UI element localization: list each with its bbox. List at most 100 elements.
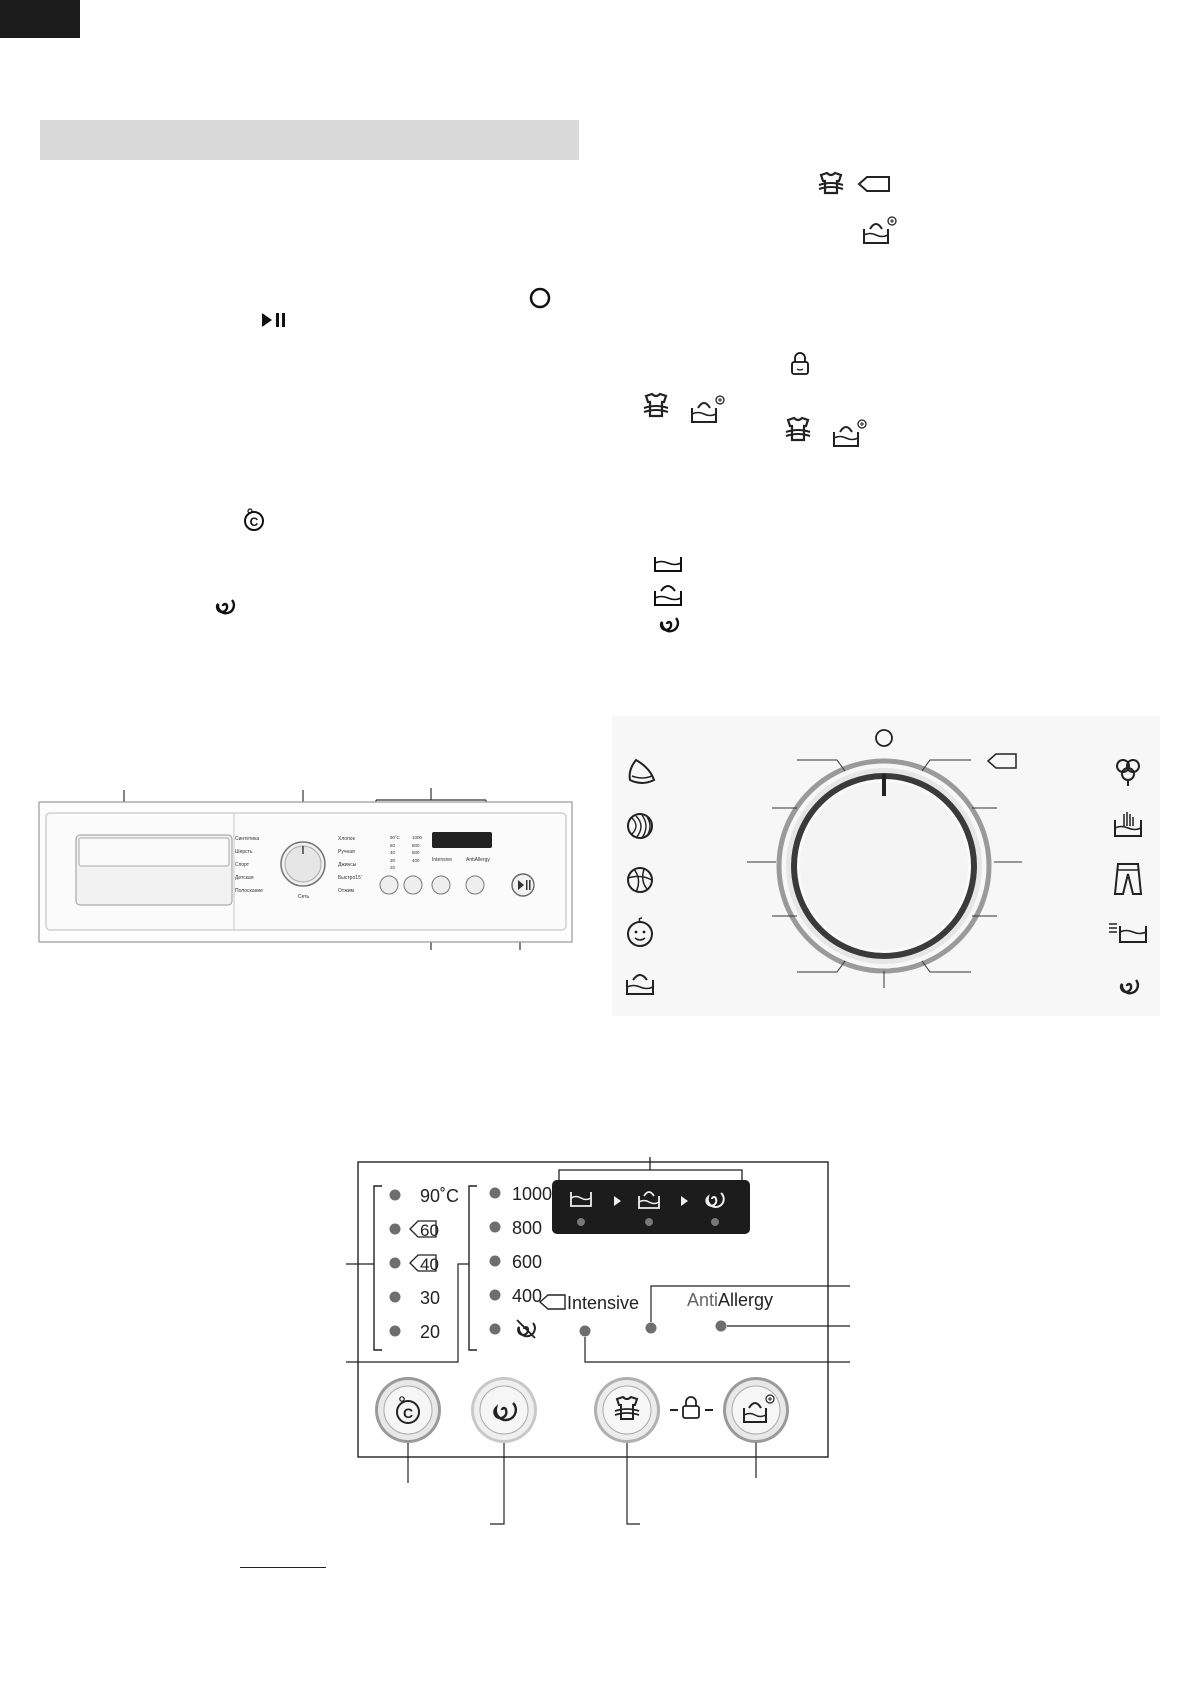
front-program-label: Спорт [235,862,250,868]
front-antiallergy-label: AntiAllergy [466,857,490,863]
phase-arrow-icon [681,1196,688,1206]
front-temp-label: 30 [390,857,396,863]
intensive-tag-icon [538,1294,566,1310]
temp-led [389,1325,401,1337]
start-pause-icon [262,313,285,327]
spin-led [489,1187,501,1199]
front-program-label: Быстро15' [338,875,362,881]
spin-led [489,1255,501,1267]
rinse-icon [654,585,682,606]
temp-label: 30 [420,1288,440,1308]
rinse-phase-icon [638,1191,660,1209]
lock-led [645,1322,657,1334]
temperature-leds [389,1189,401,1337]
intensive-tag-icon [409,1220,437,1238]
spin-label: 400 [512,1286,542,1306]
antiallergy-led [715,1320,727,1332]
shirt-antiallergy-icons-2 [785,416,867,447]
spin-led [489,1323,501,1335]
front-temp-label: 60 [390,842,396,848]
wash-icon [654,557,682,572]
wash-phase-led [577,1218,585,1226]
spin-led [489,1221,501,1233]
spin-icon [1119,979,1140,995]
antiallergy-label-suffix: Allergy [718,1290,773,1310]
cotton-icon [1116,759,1140,786]
front-programs-left: Синтетика Шерсть Спорт Детская Полоскани… [235,833,315,898]
intensive-button[interactable] [594,1377,660,1443]
quick-wash-icon [1109,923,1147,943]
temp-label: 20 [420,1322,440,1342]
front-programs-right: Хлопок Ручная Джинсы Быстро15' Отжим [338,833,398,898]
footnote-rule [240,1567,326,1568]
front-temp-button[interactable] [379,875,399,895]
intensive-led [579,1325,591,1337]
synthetics-icon [628,758,656,784]
wool-icon [627,813,653,839]
spin-label: 1000 [512,1184,552,1204]
temp-label: 90˚C [420,1186,459,1206]
program-dial-figure [612,716,1160,1016]
front-intensive-label: Intensive [432,857,453,863]
power-icon [529,287,551,309]
temp-led [389,1189,401,1201]
phase-display [552,1180,750,1234]
lock-icon [791,352,809,375]
front-temps: 90˚C 60 40 30 20 [390,834,410,872]
rinse-phase-led [645,1218,653,1226]
front-temp-label: 90˚C [390,835,400,840]
temp-label: 40 [420,1255,439,1274]
front-spin-label: 800 [412,842,420,848]
phase-arrow-icon [614,1196,621,1206]
child-lock-icon [682,1396,700,1419]
intensive-tag-icon [986,753,1017,769]
antiallergy-button[interactable] [723,1377,789,1443]
front-spin-label: 1000 [412,835,423,840]
handwash-icon [1114,812,1142,837]
front-spin-button[interactable] [403,875,423,895]
intensive-label: Intensive [567,1293,639,1313]
front-temp-label: 40 [390,850,396,855]
front-dial-caption: Сеть [298,894,310,900]
intensive-tag-icon [857,176,890,192]
sport-icon [627,867,653,893]
front-intensive-button[interactable] [431,875,451,895]
wash-phase-icon [570,1192,592,1207]
baby-icon [627,917,653,947]
svg-text:C: C [403,1405,413,1421]
spin-led [489,1289,501,1301]
front-program-label: Детская [235,875,254,881]
rinse-icon [626,974,654,995]
shirt-antiallergy-icons [643,392,725,423]
spin-icon [659,617,680,633]
temperature-button-icon: C [244,508,264,531]
front-program-label: Отжим [338,888,354,894]
temp-led [389,1291,401,1303]
control-panel-closeup: 90˚C 60 40 30 20 1000 800 600 400 Intens… [346,1157,850,1525]
temperature-button[interactable]: C [375,1377,441,1443]
intensive-tag-icon [409,1254,437,1272]
front-program-label: Полоскание [235,888,263,894]
front-program-label: Синтетика [235,836,260,842]
front-display [432,832,492,848]
front-spin-label: 600 [412,850,420,855]
spin-icon [215,599,236,615]
front-program-label: Джинсы [338,862,357,868]
spin-phase-led [711,1218,719,1226]
antiallergy-tub-icon [863,216,897,244]
jeans-icon [1113,863,1143,895]
power-icon [875,729,893,747]
temp-led [389,1257,401,1269]
spin-leds [489,1187,501,1335]
intensive-shirt-icon [818,171,890,195]
front-program-label: Шерсть [235,849,253,855]
front-spin-label: 400 [412,857,420,863]
front-program-label: Хлопок [338,836,355,842]
spin-label: 800 [512,1218,542,1238]
page-corner-tab [0,0,80,38]
front-program-label: Ручная [338,849,355,855]
spin-label: 600 [512,1252,542,1272]
front-antiallergy-button[interactable] [465,875,485,895]
svg-text:C: C [250,515,259,529]
spin-button[interactable] [471,1377,537,1443]
